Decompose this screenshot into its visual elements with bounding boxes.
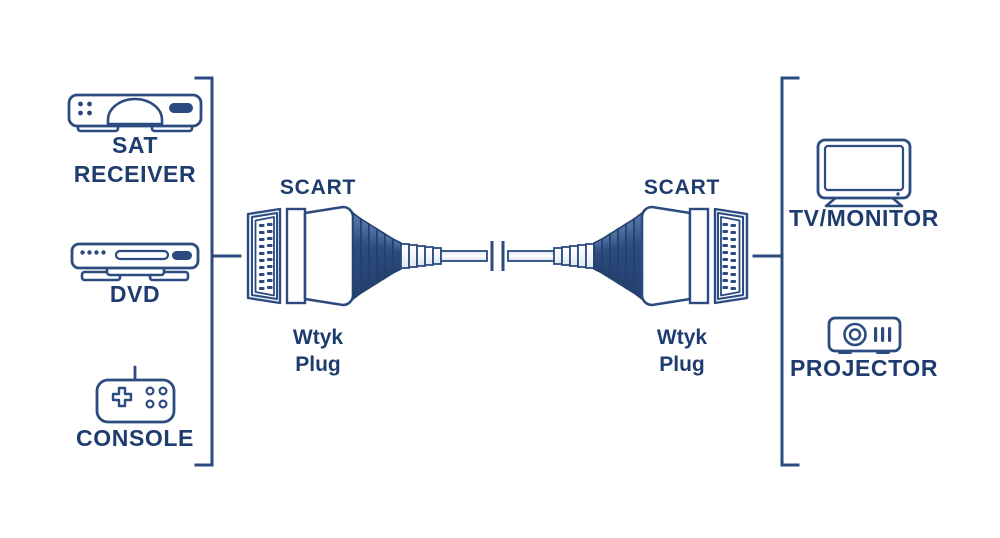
right-scart-pins (722, 223, 736, 290)
projector-label: PROJECTOR (790, 355, 938, 381)
right-cable-ferrule (553, 243, 595, 269)
tv-monitor-icon (816, 138, 912, 208)
left-scart-type-label: SCART (280, 176, 356, 199)
right-connector-collar (688, 207, 710, 305)
left-strain-relief (352, 211, 402, 301)
left-scart-head (246, 207, 282, 305)
sat-receiver-label-line-2: RECEIVER (74, 161, 196, 187)
right-scart-type-label: SCART (644, 176, 720, 199)
sat-receiver-label-line-1: SAT (112, 132, 158, 158)
game-console-icon (95, 365, 176, 424)
right-connector-body (640, 205, 692, 307)
right-group-bracket (752, 76, 800, 467)
left-cable-run (440, 250, 488, 262)
left-connector (246, 205, 488, 307)
left-plug-label-line-1: Wtyk (293, 326, 343, 349)
left-group-bracket (194, 76, 242, 467)
console-label: CONSOLE (76, 425, 194, 451)
left-scart-pins (259, 223, 273, 290)
dvd-label: DVD (110, 281, 160, 307)
projector-icon (827, 316, 902, 354)
left-connector-body (303, 205, 355, 307)
right-connector (507, 205, 749, 307)
right-strain-relief (593, 211, 643, 301)
tv-monitor-label: TV/MONITOR (789, 205, 939, 231)
right-plug-label-line-1: Wtyk (657, 326, 707, 349)
cable-center-break (490, 241, 505, 271)
right-cable-run (507, 250, 555, 262)
left-cable-ferrule (400, 243, 442, 269)
right-scart-head (713, 207, 749, 305)
left-connector-collar (285, 207, 307, 305)
dvd-player-icon (70, 242, 200, 282)
sat-receiver-icon (67, 93, 203, 133)
left-plug-label-line-2: Plug (295, 353, 341, 376)
right-plug-label-line-2: Plug (659, 353, 705, 376)
